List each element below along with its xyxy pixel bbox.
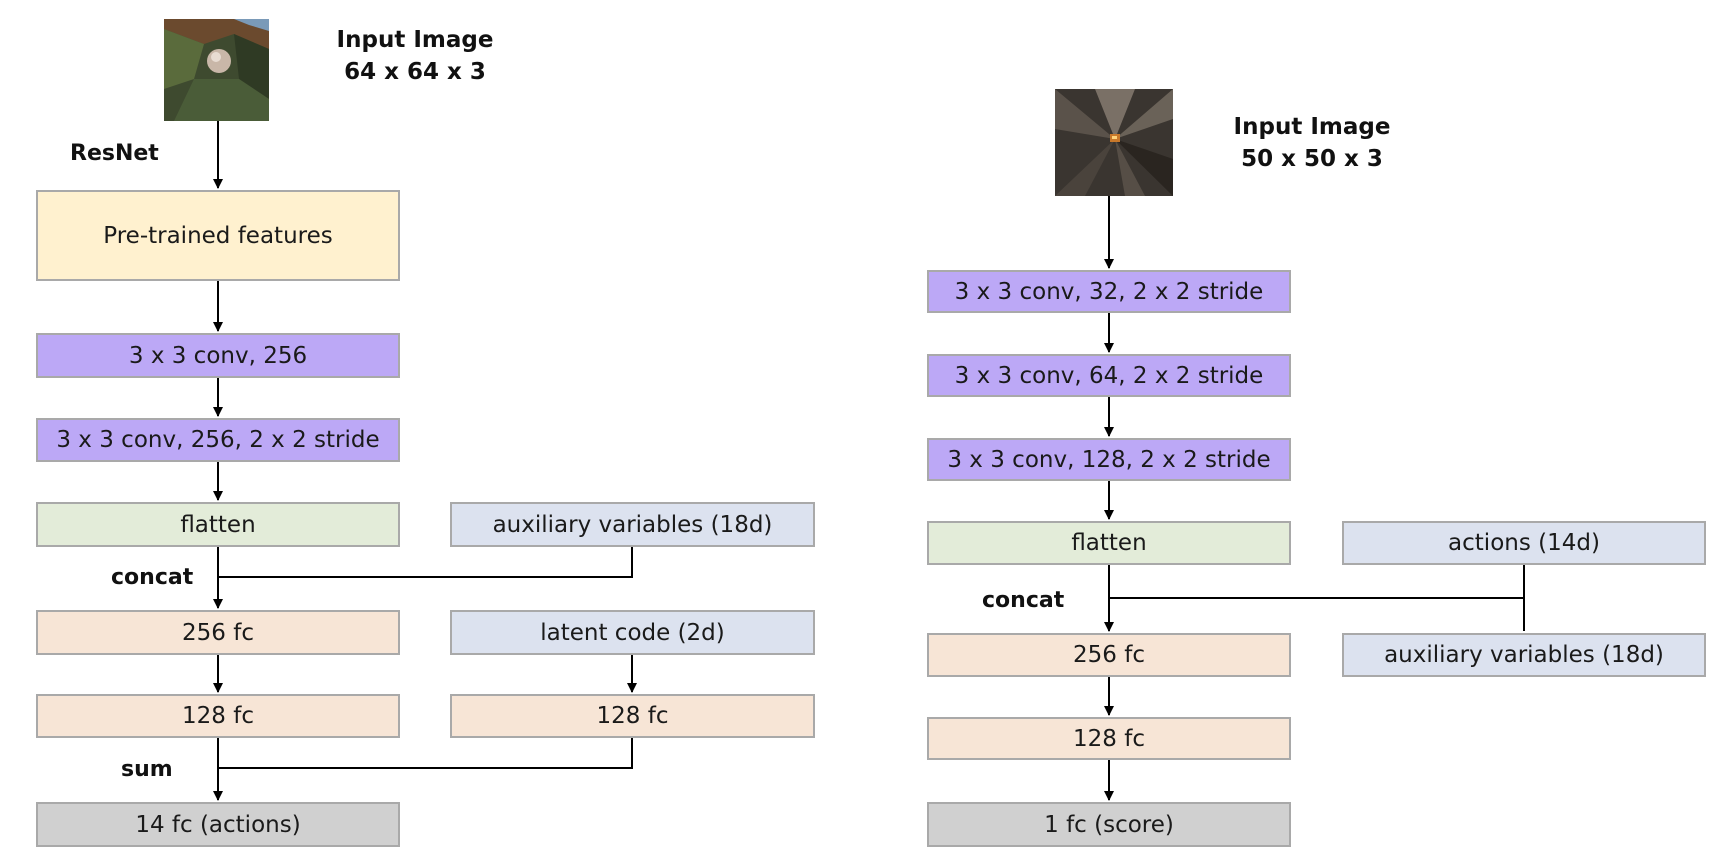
flatten-layer: flatten — [36, 502, 400, 547]
right-input-title: Input Image 50 x 50 x 3 — [1227, 111, 1397, 175]
concat-label: concat — [111, 565, 194, 590]
actions-input: actions (14d) — [1342, 521, 1706, 565]
conv-layer-2: 3 x 3 conv, 64, 2 x 2 stride — [927, 354, 1291, 397]
latent-fc-128-layer: 128 fc — [450, 694, 815, 738]
conv-layer-2: 3 x 3 conv, 256, 2 x 2 stride — [36, 418, 400, 462]
input-image-thumbnail — [1055, 89, 1173, 196]
flatten-layer: flatten — [927, 521, 1291, 565]
right-input-dimensions: 50 x 50 x 3 — [1241, 146, 1383, 172]
right-input-title-line1: Input Image — [1233, 114, 1391, 140]
latent-fc-to-sum-wire — [218, 738, 633, 769]
auxiliary-variables-input: auxiliary variables (18d) — [450, 502, 815, 547]
output-actions-layer: 14 fc (actions) — [36, 802, 400, 847]
input-image-thumbnail — [164, 19, 269, 121]
auxiliary-variables-input: auxiliary variables (18d) — [1342, 633, 1706, 677]
fc-128-layer: 128 fc — [927, 717, 1291, 760]
fc-256-layer: 256 fc — [927, 633, 1291, 677]
pretrained-features-block: Pre-trained features — [36, 190, 400, 281]
left-input-title-line1: Input Image — [336, 27, 494, 53]
resnet-label: ResNet — [70, 141, 159, 166]
left-input-dimensions: 64 x 64 x 3 — [344, 59, 486, 85]
actions-to-concat-wire — [1109, 565, 1525, 599]
conv-layer-1: 3 x 3 conv, 256 — [36, 333, 400, 378]
sum-label: sum — [121, 757, 173, 782]
output-score-layer: 1 fc (score) — [927, 802, 1291, 847]
conv-layer-3: 3 x 3 conv, 128, 2 x 2 stride — [927, 438, 1291, 481]
conv-layer-1: 3 x 3 conv, 32, 2 x 2 stride — [927, 270, 1291, 313]
concat-label: concat — [982, 588, 1065, 613]
latent-code-input: latent code (2d) — [450, 610, 815, 655]
fc-256-layer: 256 fc — [36, 610, 400, 655]
left-input-title: Input Image 64 x 64 x 3 — [330, 24, 500, 88]
aux-to-concat-wire — [218, 547, 633, 578]
fc-128-layer: 128 fc — [36, 694, 400, 738]
